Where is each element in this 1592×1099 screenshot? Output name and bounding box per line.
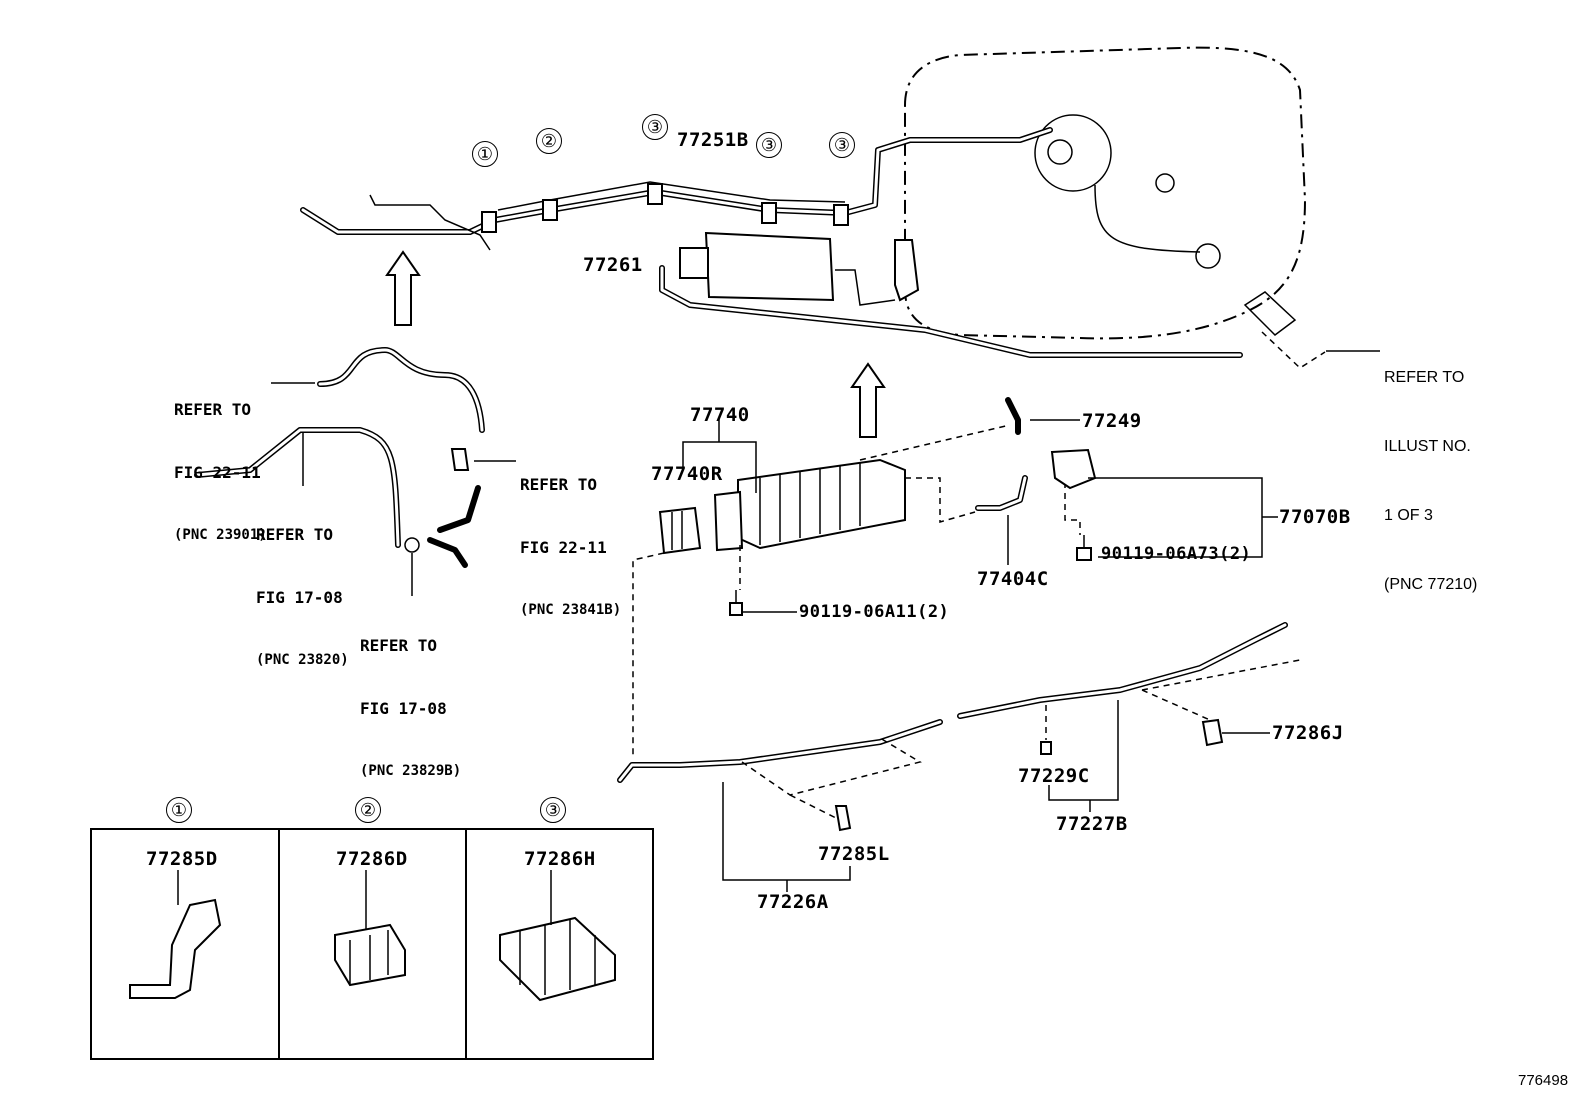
clip-77229C xyxy=(1040,741,1052,755)
fuel-pump-center xyxy=(1047,139,1073,165)
part-label-77261: 77261 xyxy=(583,254,643,276)
part-label-77286J: 77286J xyxy=(1272,722,1344,744)
legend-callout-2: ② xyxy=(355,797,381,823)
ref-hose-23841B xyxy=(450,448,470,471)
bolt-90119-06A73 xyxy=(1076,547,1092,561)
charcoal-canister xyxy=(737,458,906,550)
canister-bracket-77740R xyxy=(658,506,702,555)
top-canister xyxy=(704,231,835,302)
hose-77404C xyxy=(975,475,1028,511)
legend-part-77286D: 77286D xyxy=(336,848,408,870)
part-label-77251B: 77251B xyxy=(677,129,749,151)
part-label-77227B: 77227B xyxy=(1056,813,1128,835)
part-label-90119-06A11: 90119-06A11(2) xyxy=(799,602,950,622)
tank-filler-neck xyxy=(1243,291,1297,336)
legend-callout-1: ① xyxy=(166,797,192,823)
part-label-77404C: 77404C xyxy=(977,568,1049,590)
pipe-77227B xyxy=(957,622,1288,719)
canister-end-cap xyxy=(713,490,744,552)
top-clamp-3c xyxy=(833,204,849,226)
fuel-tank-outline xyxy=(904,46,1307,340)
top-clamp-3b xyxy=(761,202,777,224)
part-label-77285L: 77285L xyxy=(818,843,890,865)
part-label-77740: 77740 xyxy=(690,404,750,426)
callout-2: ② xyxy=(536,128,562,154)
vsv-valve-77070B xyxy=(1050,448,1097,490)
legend-part-77285D: 77285D xyxy=(146,848,218,870)
fuel-sender-arm xyxy=(1094,184,1201,253)
fuel-sender-float-b xyxy=(1195,243,1221,269)
part-label-77226A: 77226A xyxy=(757,891,829,913)
reference-note-pnc-23841B: REFER TO FIG 22-11 (PNC 23841B) xyxy=(520,475,622,618)
legend-cell-2 xyxy=(279,830,467,1058)
illustration-number: 776498 xyxy=(1518,1072,1569,1089)
top-clamp-1 xyxy=(481,211,497,233)
reference-note-pnc-23820: REFER TO FIG 17-08 (PNC 23820) xyxy=(256,525,349,668)
top-clamp-3a xyxy=(647,183,663,205)
clamp-77285D-illustration xyxy=(129,898,222,999)
vsv-valve-top xyxy=(894,239,920,302)
callout-3-a: ③ xyxy=(642,114,668,140)
clamp-legend-box xyxy=(90,828,654,1060)
bolt-90119-06A11 xyxy=(729,602,743,616)
hose-77249 xyxy=(1005,397,1021,435)
callout-1: ① xyxy=(472,141,498,167)
legend-cell-1 xyxy=(92,830,280,1058)
callout-3-b: ③ xyxy=(756,132,782,158)
part-label-77740R: 77740R xyxy=(651,463,723,485)
legend-part-77286H: 77286H xyxy=(524,848,596,870)
callout-3-c: ③ xyxy=(829,132,855,158)
arrow-up-left xyxy=(385,250,421,326)
clip-77286J xyxy=(1201,718,1224,747)
reference-note-pnc-77210: REFER TO ILLUST NO. 1 OF 3 (PNC 77210) xyxy=(1384,369,1478,593)
ref-clip-23829B xyxy=(404,537,420,553)
clamp-77286H-illustration xyxy=(499,916,616,1002)
reference-note-pnc-23901: REFER TO FIG 22-11 (PNC 23901) xyxy=(174,400,267,543)
part-label-90119-06A73: 90119-06A73(2) xyxy=(1101,544,1252,564)
pipe-77226A xyxy=(617,719,943,783)
clamp-77285L xyxy=(834,805,852,832)
fuel-sender-float-a xyxy=(1155,173,1175,193)
part-label-77070B: 77070B xyxy=(1279,506,1351,528)
reference-note-pnc-23829B: REFER TO FIG 17-08 (PNC 23829B) xyxy=(360,636,462,779)
part-label-77249: 77249 xyxy=(1082,410,1142,432)
top-clamp-2 xyxy=(542,199,558,221)
legend-callout-3: ③ xyxy=(540,797,566,823)
fuel-pump-ring xyxy=(1034,114,1112,192)
part-label-77229C: 77229C xyxy=(1018,765,1090,787)
ref-pipe-23901 xyxy=(317,347,485,433)
arrow-up-center xyxy=(850,362,886,438)
